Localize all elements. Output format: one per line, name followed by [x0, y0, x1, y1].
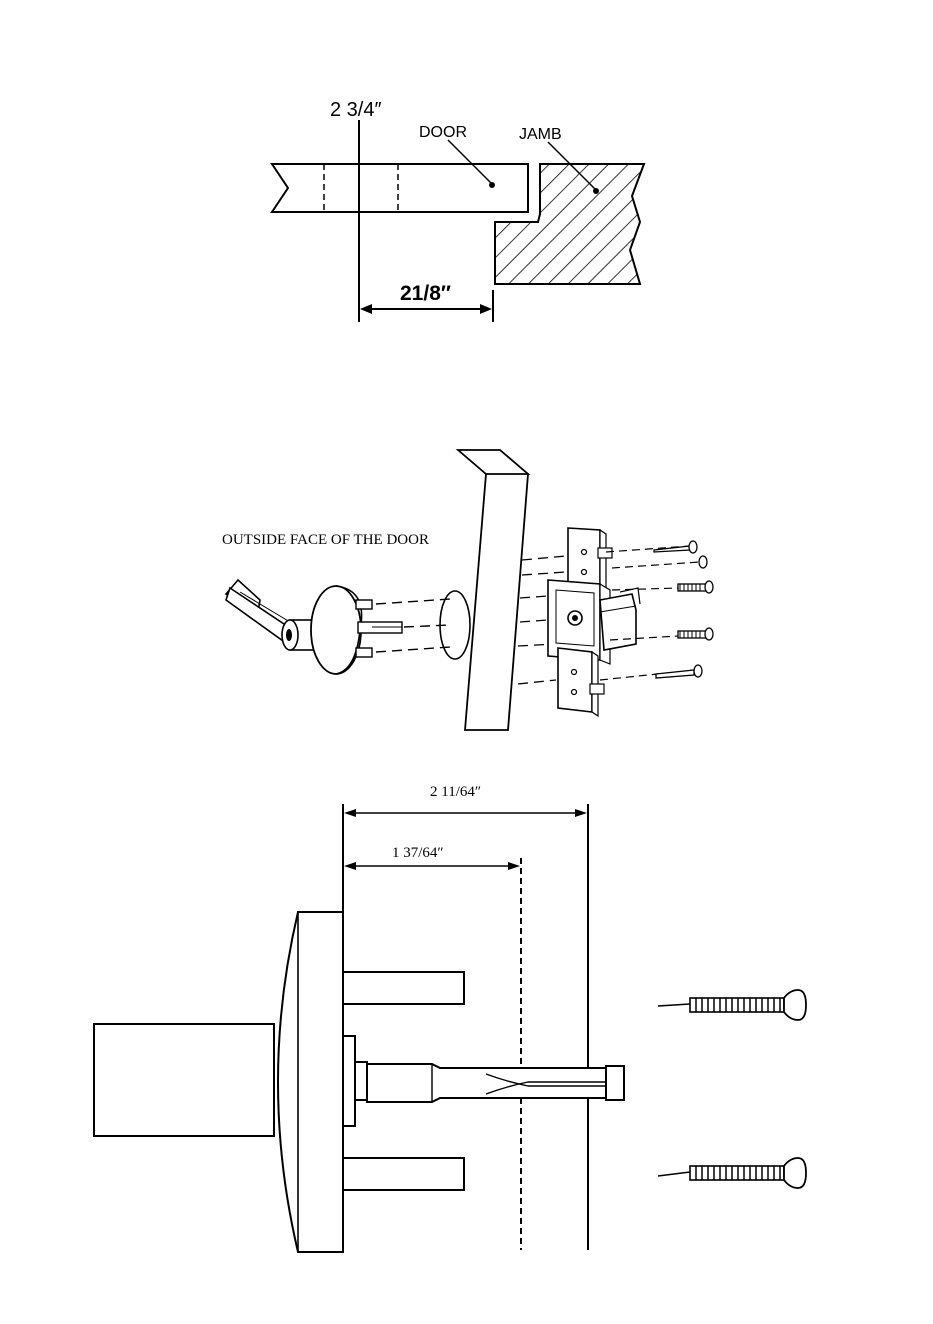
- mounting-screw-lower: [658, 1158, 806, 1188]
- rose-profile: [278, 912, 343, 1252]
- alignment-line: [520, 596, 548, 598]
- figure-side-dimension-view: 2 11/64″ 1 37/64″: [94, 784, 806, 1252]
- door-label: DOOR: [419, 124, 467, 141]
- alignment-line: [522, 556, 566, 560]
- upper-mounting-post: [343, 972, 464, 1004]
- handle-neck: [94, 1024, 274, 1136]
- alignment-line: [376, 599, 450, 604]
- spindle-hub: [343, 1036, 355, 1126]
- figure-door-jamb-section: 2 3/4″ DOOR JAMB 21/8″: [272, 99, 644, 322]
- spindle: [367, 1064, 606, 1102]
- mounting-screw-upper: [658, 990, 806, 1020]
- arrowhead: [575, 809, 587, 817]
- jamb-leader-dot: [593, 188, 599, 194]
- figure-exploded-lever-install: OUTSIDE FACE OF THE DOOR: [222, 450, 713, 730]
- upper-post: [356, 600, 372, 609]
- alignment-line: [376, 647, 450, 652]
- arrowhead: [480, 304, 492, 314]
- door-section: [272, 164, 528, 212]
- mounting-screw: [612, 556, 707, 568]
- mounting-screw: [612, 581, 713, 593]
- spindle-collar: [355, 1062, 367, 1100]
- alignment-line: [518, 680, 556, 684]
- partial-dimension-label: 1 37/64″: [392, 845, 444, 861]
- offset-dimension-label: 21/8″: [400, 282, 451, 305]
- lever-rose: [311, 586, 362, 674]
- arrowhead: [360, 304, 372, 314]
- lower-mounting-post: [343, 1158, 464, 1190]
- door-leader-dot: [489, 182, 495, 188]
- spindle-tip: [606, 1066, 624, 1100]
- arrowhead: [344, 862, 356, 870]
- outside-face-label: OUTSIDE FACE OF THE DOOR: [222, 532, 429, 548]
- jamb-label: JAMB: [519, 126, 562, 143]
- arrowhead: [344, 809, 356, 817]
- door-slab: [458, 450, 528, 730]
- mounting-screw: [600, 665, 702, 680]
- overall-dimension-label: 2 11/64″: [430, 784, 481, 800]
- alignment-line: [520, 620, 548, 622]
- alignment-line: [522, 572, 566, 575]
- lower-post: [356, 648, 372, 657]
- backset-dimension-label: 2 3/4″: [330, 99, 382, 121]
- arrowhead: [508, 862, 520, 870]
- mounting-screw: [606, 541, 697, 553]
- lower-mounting-plate: [558, 648, 604, 716]
